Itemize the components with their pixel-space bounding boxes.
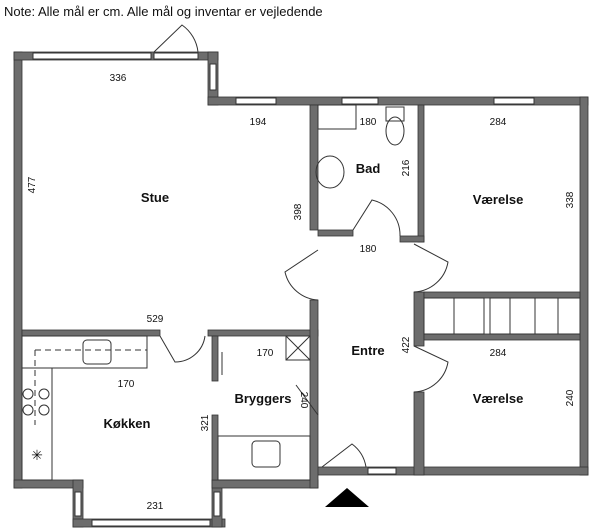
dimension-label: 240 xyxy=(298,392,309,409)
dimension-label: 422 xyxy=(401,336,412,353)
room-label-kokken: Køkken xyxy=(104,416,151,431)
dimension-label: 336 xyxy=(110,73,127,84)
dimension-label: 231 xyxy=(147,501,164,512)
dimension-label: 240 xyxy=(565,389,576,406)
dimension-label: 170 xyxy=(118,379,135,390)
room-label-vaerelse-2: Værelse xyxy=(473,391,524,406)
dimension-label: 170 xyxy=(257,348,274,359)
kitchen-sink-icon xyxy=(82,339,112,365)
dimension-label: 180 xyxy=(360,244,377,255)
dimension-label: 477 xyxy=(27,176,38,193)
room-label-vaerelse-1: Værelse xyxy=(473,192,524,207)
stove-icon xyxy=(22,388,50,416)
dimension-label: 194 xyxy=(250,117,267,128)
dimension-label: 216 xyxy=(401,159,412,176)
plan-note: Note: Alle mål er cm. Alle mål og invent… xyxy=(4,4,323,19)
doors xyxy=(153,24,449,468)
entrance-arrow-icon xyxy=(325,488,369,507)
shaft-icon xyxy=(285,335,311,361)
toilet-icon xyxy=(385,106,405,122)
dimension-label: 398 xyxy=(293,203,304,220)
room-label-bryggers: Bryggers xyxy=(234,391,291,406)
dimension-label: 338 xyxy=(565,191,576,208)
dimension-label: 284 xyxy=(490,117,507,128)
room-label-stue: Stue xyxy=(141,190,169,205)
dimension-label: 321 xyxy=(200,414,211,431)
fixtures: ✳ xyxy=(21,104,581,481)
sink-icon xyxy=(315,155,345,189)
dimension-label: 529 xyxy=(147,314,164,325)
fan-icon: ✳ xyxy=(31,447,43,463)
dimension-label: 180 xyxy=(360,117,377,128)
utility-sink-icon xyxy=(251,440,281,468)
room-label-entre: Entre xyxy=(351,343,384,358)
room-label-bad: Bad xyxy=(356,161,381,176)
dimension-label: 284 xyxy=(490,348,507,359)
windows xyxy=(32,52,535,527)
